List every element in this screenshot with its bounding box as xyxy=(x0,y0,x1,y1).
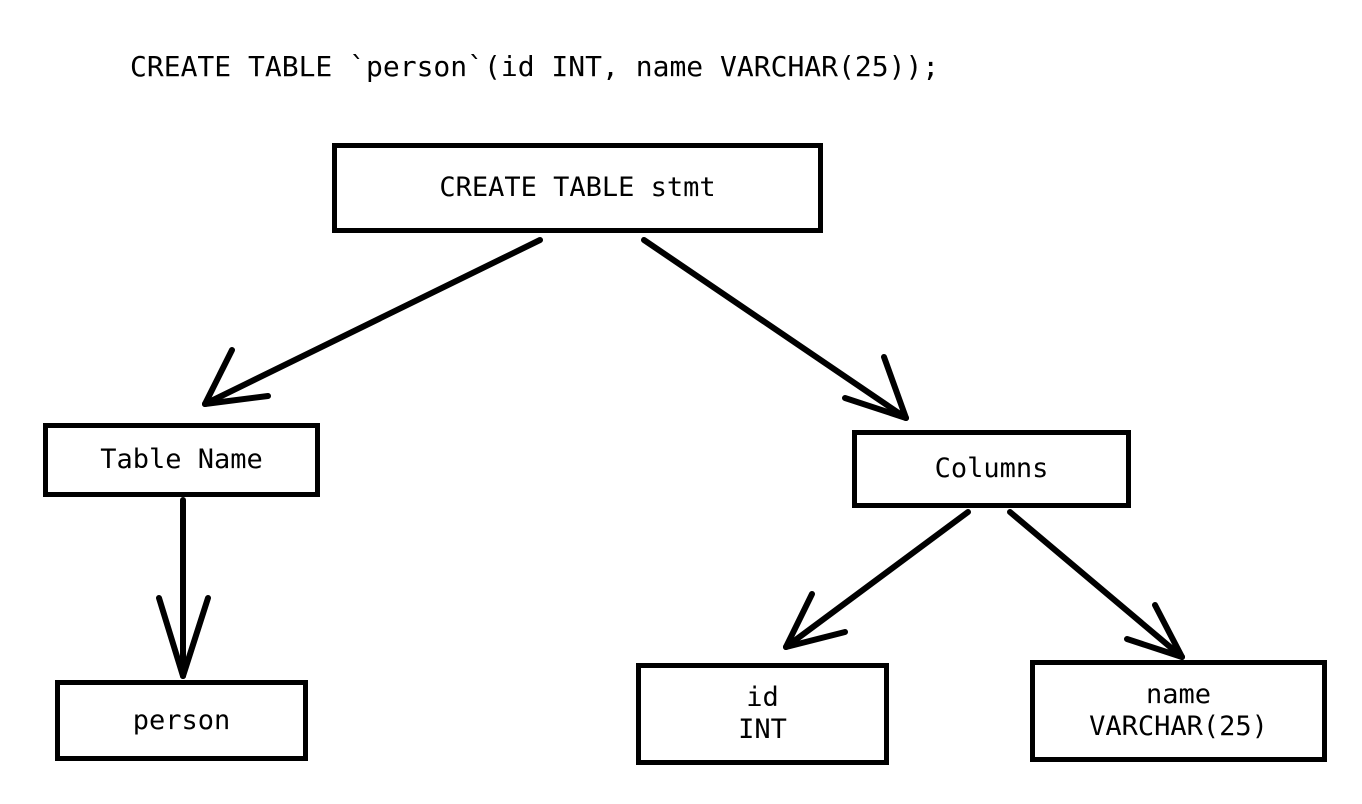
edge-columns-to-col-name xyxy=(1007,509,1185,660)
node-label-secondary: INT xyxy=(738,714,787,745)
node-column-name[interactable]: name VARCHAR(25) xyxy=(1030,660,1327,762)
node-label: Columns xyxy=(934,453,1049,485)
node-label: person xyxy=(132,704,231,736)
node-person[interactable]: person xyxy=(55,680,308,761)
node-label: CREATE TABLE stmt xyxy=(439,172,716,204)
edge-table-name-to-person xyxy=(156,497,211,679)
node-label-secondary: VARCHAR(25) xyxy=(1089,711,1268,742)
node-create-table-stmt[interactable]: CREATE TABLE stmt xyxy=(332,143,823,233)
node-columns[interactable]: Columns xyxy=(852,430,1131,508)
node-label: name xyxy=(1145,679,1212,711)
sql-statement-caption: CREATE TABLE `person`(id INT, name VARCH… xyxy=(130,50,940,83)
edge-root-to-table-name xyxy=(202,237,543,407)
edge-columns-to-col-id xyxy=(783,509,971,650)
edge-root-to-columns xyxy=(641,237,909,421)
node-column-id[interactable]: id INT xyxy=(636,663,889,765)
node-table-name[interactable]: Table Name xyxy=(43,423,320,497)
node-label: Table Name xyxy=(100,444,263,476)
node-label: id xyxy=(746,682,779,714)
